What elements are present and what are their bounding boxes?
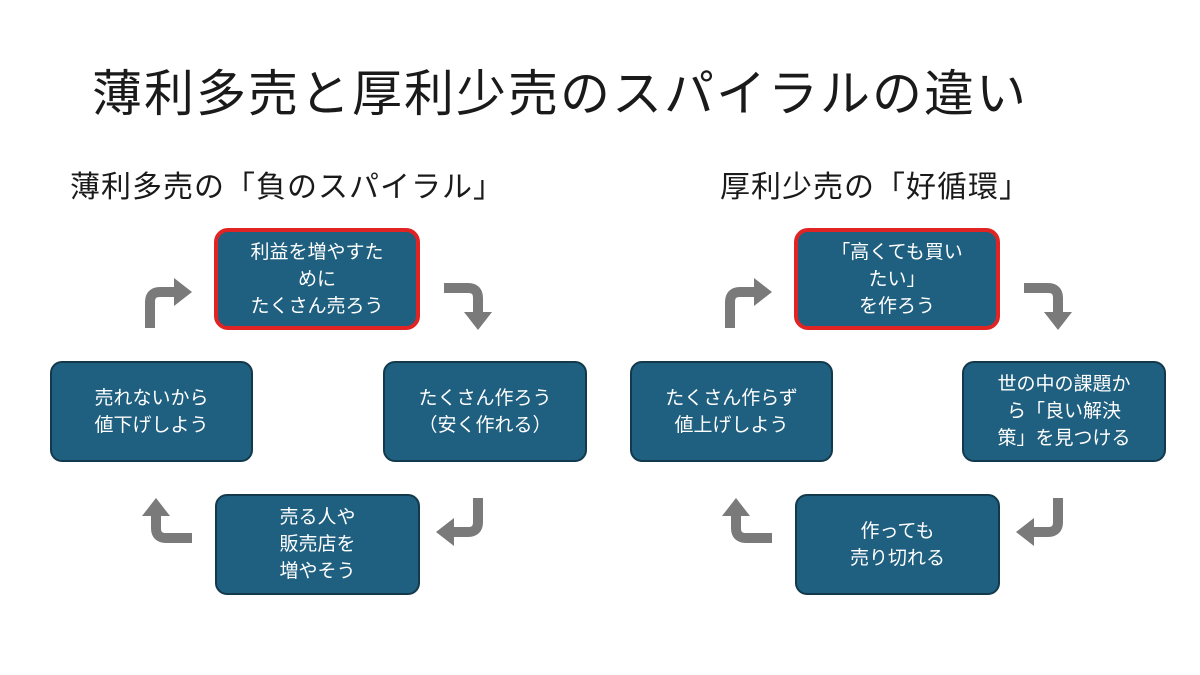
slide-title: 薄利多売と厚利少売のスパイラルの違い xyxy=(92,65,1028,123)
right-node-top-label: 「高くても買い たい」 を作ろう xyxy=(831,240,963,317)
right-cycle-heading: 厚利少売の「好循環」 xyxy=(720,170,1030,205)
right-node-right-label: 世の中の課題か ら「良い解決 策」を見つける xyxy=(997,373,1131,449)
right-node-top: 「高くても買い たい」 を作ろう xyxy=(794,228,1000,330)
left-arrow-up-right-icon xyxy=(140,276,196,332)
left-node-top-label: 利益を増やすた めに たくさん売ろう xyxy=(250,240,384,317)
left-node-top: 利益を増やすた めに たくさん売ろう xyxy=(214,228,420,330)
right-node-left: たくさん作らず 値上げしよう xyxy=(630,361,833,462)
left-cycle-heading: 薄利多売の「負のスパイラル」 xyxy=(70,170,504,205)
left-node-bottom-label: 売る人や 販売店を 増やそう xyxy=(279,506,356,582)
right-node-left-label: たくさん作らず 値上げしよう xyxy=(665,386,798,436)
right-node-bottom: 作っても 売り切れる xyxy=(795,494,1000,595)
right-node-bottom-label: 作っても 売り切れる xyxy=(849,519,945,569)
left-arrow-down-left-icon xyxy=(432,494,488,550)
left-arrow-left-up-icon xyxy=(140,494,196,550)
right-arrow-right-down-icon xyxy=(1022,276,1078,332)
right-node-right: 世の中の課題か ら「良い解決 策」を見つける xyxy=(962,361,1166,462)
left-node-bottom: 売る人や 販売店を 増やそう xyxy=(215,494,420,595)
right-arrow-left-up-icon xyxy=(720,494,776,550)
right-arrow-up-right-icon xyxy=(720,276,776,332)
left-node-right: たくさん作ろう （安く作れる） xyxy=(383,361,587,462)
left-node-right-label: たくさん作ろう （安く作れる） xyxy=(418,386,552,436)
left-node-left-label: 売れないから 値下げしよう xyxy=(94,386,209,436)
left-arrow-right-down-icon xyxy=(442,276,498,332)
left-node-left: 売れないから 値下げしよう xyxy=(50,361,253,462)
right-arrow-down-left-icon xyxy=(1012,494,1068,550)
